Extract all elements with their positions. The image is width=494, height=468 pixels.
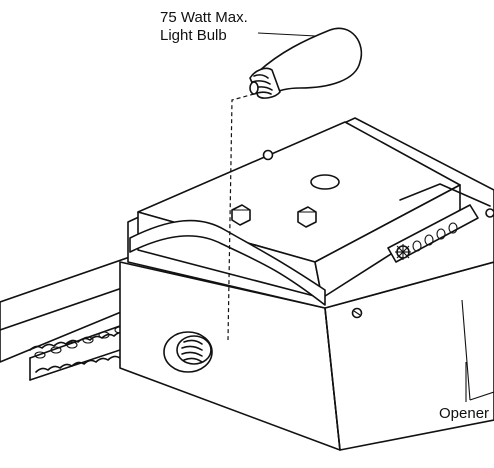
bulb-label-line1: 75 Watt Max. — [160, 9, 248, 26]
light-bulb — [249, 27, 363, 99]
bulb-leader-line — [257, 32, 317, 37]
bulb-label-line2: Light Bulb — [160, 27, 227, 44]
bolt-left — [231, 204, 251, 226]
opener-housing — [119, 261, 494, 451]
bulb-base — [249, 67, 281, 99]
light-socket — [163, 331, 213, 373]
bolt-right — [297, 206, 317, 228]
opener-label: Opener — [439, 405, 489, 422]
alignment-guide — [227, 93, 255, 341]
control-panel — [387, 204, 494, 263]
mounting-bracket — [129, 219, 326, 306]
